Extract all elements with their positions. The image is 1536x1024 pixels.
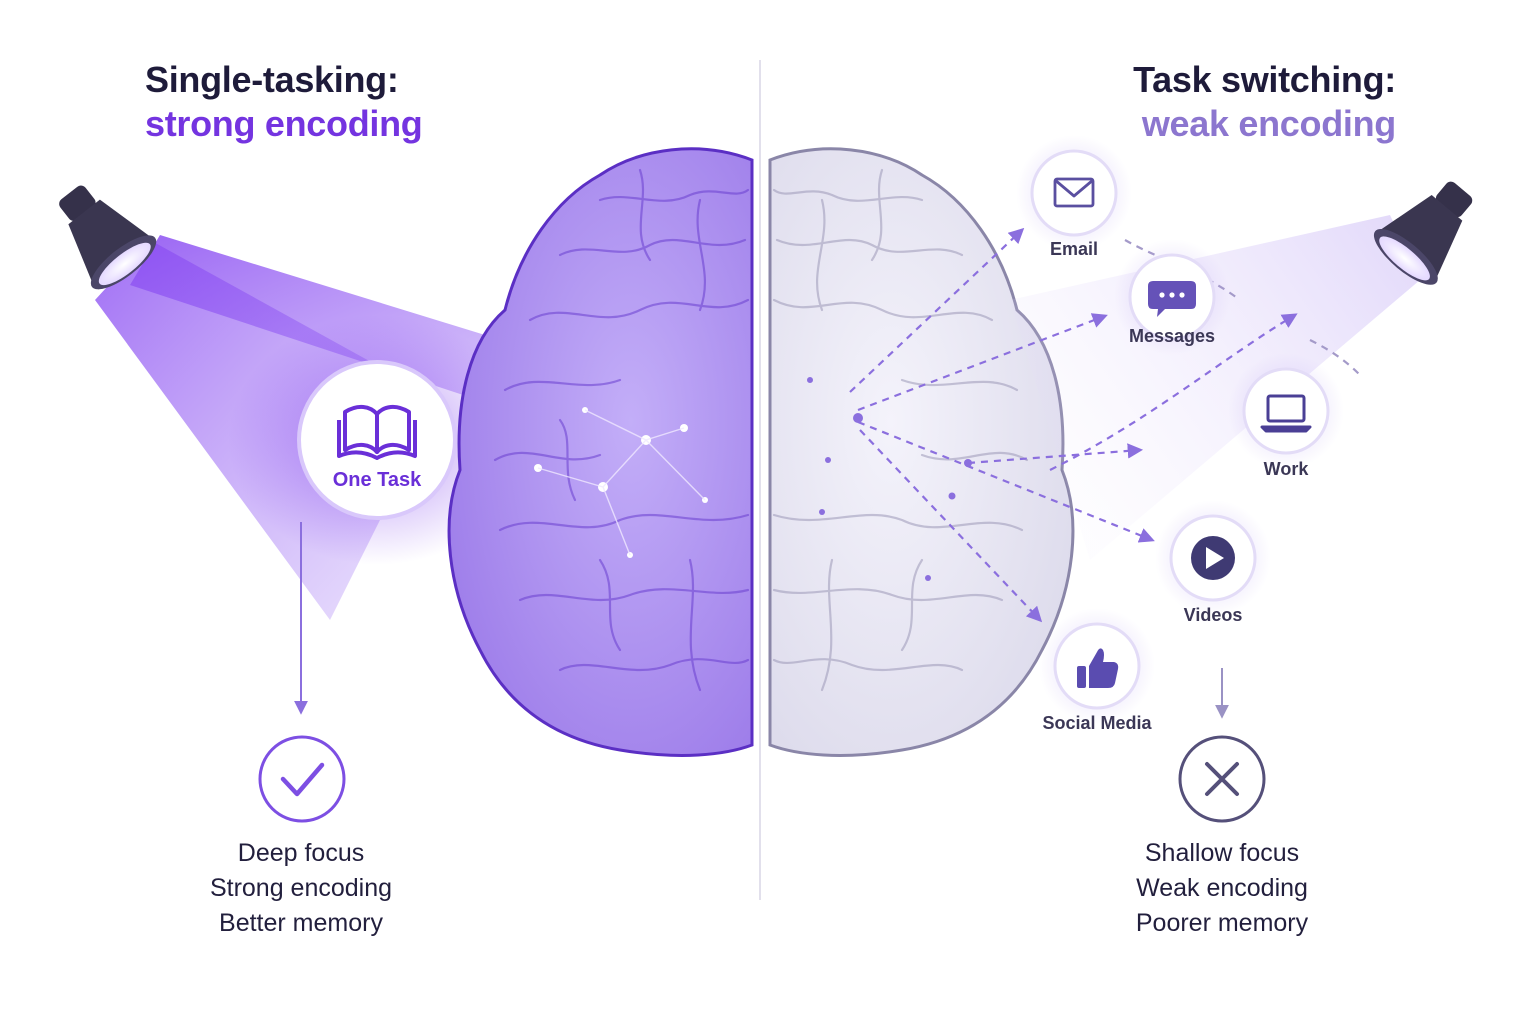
right-title-line2: weak encoding <box>1141 103 1396 144</box>
outcome-strong-encoding: Strong encoding <box>209 874 393 902</box>
one-task-node <box>297 360 457 520</box>
left-title-line2: strong encoding <box>145 103 423 144</box>
left-outcomes: Deep focus Strong encoding Better memory <box>131 836 471 941</box>
right-title: Task switching: weak encoding <box>1133 58 1396 146</box>
left-brain-hemisphere <box>447 147 754 757</box>
right-outcomes: Shallow focus Weak encoding Poorer memor… <box>1052 836 1392 941</box>
email-label: Email <box>1049 239 1099 259</box>
book-icon <box>337 405 417 460</box>
envelope-icon <box>1053 177 1095 208</box>
outcome-deep-focus: Deep focus <box>237 839 365 867</box>
right-spotlight-lamp <box>1373 181 1473 285</box>
right-title-line1: Task switching: <box>1133 59 1396 100</box>
play-icon <box>1191 536 1235 580</box>
videos-node <box>1155 500 1271 616</box>
social-media-node <box>1039 608 1155 724</box>
outcome-weak-encoding: Weak encoding <box>1136 874 1308 902</box>
work-label: Work <box>1263 459 1309 479</box>
cross-icon <box>1178 735 1266 823</box>
work-node <box>1228 353 1344 469</box>
left-title: Single-tasking: strong encoding <box>145 58 423 146</box>
right-brain-hemisphere <box>768 147 1075 757</box>
messages-label: Messages <box>1128 326 1216 346</box>
left-title-line1: Single-tasking: <box>145 59 399 100</box>
outcome-poorer-memory: Poorer memory <box>1135 909 1309 937</box>
email-node <box>1016 135 1132 251</box>
right-spotlight-beam <box>1010 215 1420 560</box>
left-spotlight-lamp <box>59 185 157 290</box>
one-task-label: One Task <box>332 469 422 491</box>
thumbs-up-icon <box>1077 648 1119 688</box>
laptop-icon <box>1260 394 1312 433</box>
check-icon <box>258 735 346 823</box>
social-media-label: Social Media <box>1042 713 1152 733</box>
chat-bubble-icon <box>1148 281 1196 317</box>
videos-label: Videos <box>1183 605 1243 625</box>
outcome-shallow-focus: Shallow focus <box>1144 839 1300 867</box>
scattered-attention-arrows <box>849 227 1361 623</box>
messages-node <box>1114 239 1230 355</box>
outcome-better-memory: Better memory <box>219 909 383 937</box>
